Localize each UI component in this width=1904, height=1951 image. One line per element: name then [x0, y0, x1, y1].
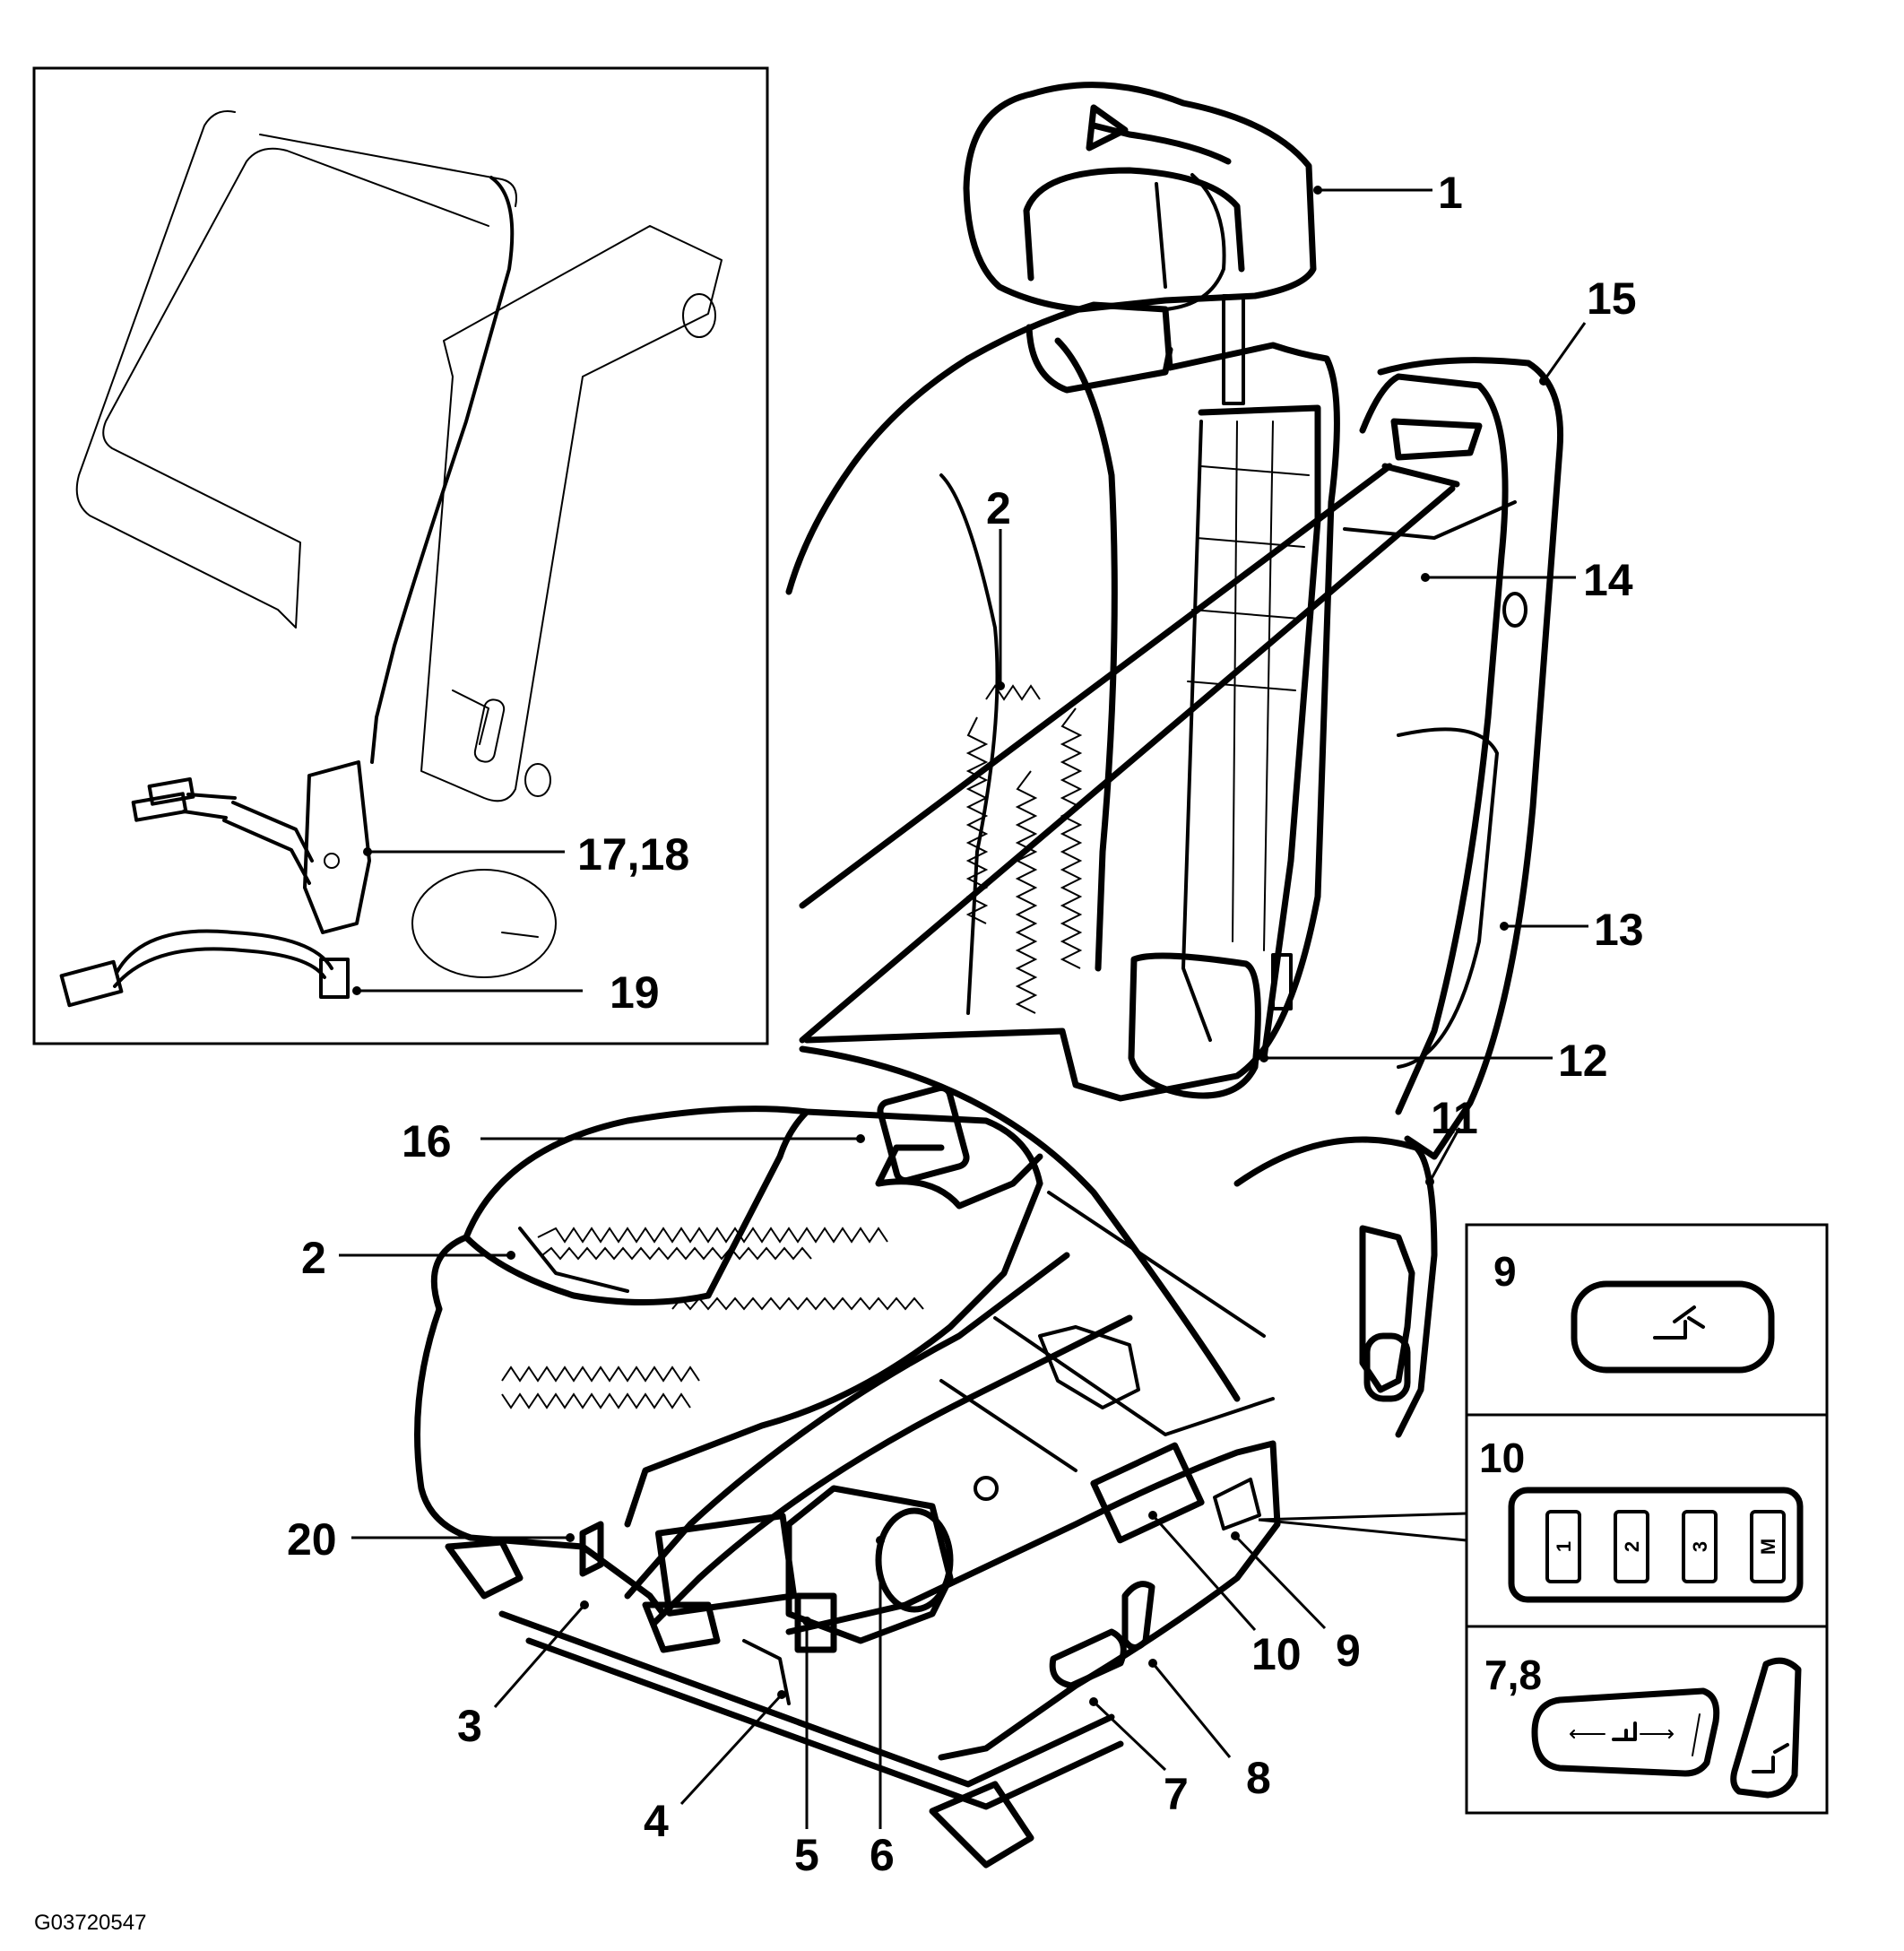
- cushion-heater-mat: [537, 1227, 888, 1244]
- inset-backrest-frame: [32, 66, 769, 1045]
- callout-15: 15: [1587, 273, 1637, 324]
- motor-16: [875, 1144, 1043, 1210]
- callout-19: 19: [610, 967, 660, 1018]
- headrest-direction-arrow: [1086, 104, 1232, 165]
- callout-7: 7: [1164, 1769, 1189, 1819]
- callout-11: 11: [1431, 1093, 1478, 1143]
- inset-border: [32, 66, 769, 1045]
- memory-key-3-label: 3: [1689, 1541, 1711, 1552]
- seat-position-icon: [1612, 1721, 1637, 1741]
- inset-side-rail: [420, 225, 723, 802]
- memory-key-2-label: 2: [1621, 1541, 1643, 1552]
- inset-switch-module: [303, 760, 371, 934]
- figure-id: G03720547: [34, 1911, 146, 1935]
- backrest-springs: [1187, 421, 1310, 951]
- memory-key-m: [1750, 1510, 1786, 1583]
- callout-20: 20: [287, 1514, 337, 1565]
- inset-frame-outline: [75, 110, 489, 629]
- seat-adjust-switch: [1049, 1628, 1127, 1689]
- panel-78-box: [1465, 1625, 1829, 1815]
- backrest-adjust-switch: [1121, 1581, 1155, 1651]
- connector-20: [579, 1521, 604, 1577]
- seat-rail: [498, 1610, 1115, 1788]
- callout-5: 5: [794, 1830, 819, 1880]
- callout-12: 12: [1558, 1036, 1608, 1086]
- callout-9: 9: [1336, 1626, 1361, 1676]
- seat-belt-upper: [799, 463, 1393, 909]
- callout-1: 1: [1438, 168, 1463, 218]
- seat-cushion-front: [414, 1305, 667, 1617]
- seat-frame: [993, 1316, 1275, 1436]
- seat-belt-lower: [799, 1045, 1241, 1402]
- seat-position-switch: [1531, 1687, 1720, 1777]
- memory-key-1-label: 1: [1553, 1541, 1575, 1552]
- callout-8: 8: [1246, 1753, 1271, 1803]
- callout-16: 16: [402, 1116, 452, 1166]
- seat-assembly: [414, 82, 1564, 1869]
- backrest-outline: [803, 301, 1340, 1102]
- backrest-angle-icon: [1752, 1743, 1789, 1773]
- backrest-angle-switch: [1730, 1657, 1802, 1799]
- headrest: [963, 82, 1317, 313]
- panel-9-label: 9: [1493, 1248, 1517, 1295]
- callout-13: 13: [1594, 905, 1644, 955]
- leader-lines: [339, 186, 1588, 1829]
- memory-key-1: [1545, 1510, 1581, 1583]
- memory-key-2: [1614, 1510, 1649, 1583]
- memory-key-3: [1682, 1510, 1718, 1583]
- lumbar-switch: [1571, 1280, 1775, 1374]
- lumbar-support: [1128, 952, 1261, 1099]
- callout-10: 10: [1251, 1629, 1302, 1679]
- motor-connector: [794, 1592, 837, 1653]
- callout-labels: 1 2 2 3 4 5 6 7 8 9 10 11 12 13 14 15 16…: [287, 168, 1644, 1880]
- inset-wiring-cable: [370, 176, 515, 764]
- panel-10-label: 10: [1479, 1435, 1525, 1481]
- memory-switch: [1508, 1487, 1804, 1603]
- inset-connector: [59, 959, 124, 1008]
- lumbar-seat-icon: [1653, 1305, 1705, 1340]
- side-bolster: [1377, 357, 1564, 1160]
- lumbar-switch-on-seat: [1213, 1478, 1261, 1530]
- callout-2-cushion: 2: [301, 1233, 326, 1283]
- memory-key-m-label: M: [1757, 1539, 1779, 1555]
- seat-cushion-top: [463, 1106, 1043, 1241]
- panel-78-label: 7,8: [1484, 1652, 1542, 1698]
- callout-6: 6: [870, 1830, 895, 1880]
- callout-4: 4: [644, 1796, 669, 1846]
- switch-panels: 9 10 1 2 3 M 7,8: [1465, 1223, 1829, 1815]
- bolster-top-bracket: [1390, 418, 1483, 461]
- callout-14: 14: [1583, 555, 1633, 605]
- memory-switch-on-seat: [1090, 1442, 1205, 1544]
- callout-2-backrest: 2: [986, 483, 1011, 533]
- callout-3: 3: [457, 1701, 482, 1751]
- callout-17-18: 17,18: [577, 829, 689, 880]
